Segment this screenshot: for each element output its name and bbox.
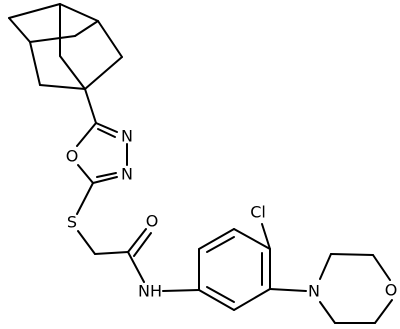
bond	[198, 228, 235, 250]
oxadiazole-ring	[76, 122, 128, 184]
bond	[97, 128, 116, 138]
bond	[77, 164, 94, 184]
bond	[76, 182, 94, 215]
bond	[319, 253, 332, 280]
bond	[330, 253, 374, 256]
bond	[127, 228, 147, 253]
bond	[84, 88, 97, 124]
bond	[59, 55, 86, 90]
carbonyl-oxygen-label: O	[146, 212, 159, 231]
bond	[162, 289, 200, 292]
bond	[127, 251, 145, 283]
bond	[97, 20, 123, 58]
bond	[29, 41, 41, 86]
oxadiazole-nitrogen-label: N	[121, 127, 133, 146]
oxadiazole-oxygen-label: O	[66, 147, 79, 166]
bond	[59, 3, 99, 22]
bond	[374, 299, 393, 324]
oxadiazole-nitrogen-label: N	[121, 165, 133, 184]
bond	[8, 17, 31, 43]
morpholine-oxygen-label: O	[385, 281, 398, 300]
chlorine-label: Cl	[250, 203, 266, 222]
bond	[94, 251, 129, 255]
bond	[233, 228, 271, 250]
bond	[319, 301, 336, 324]
morpholine-ring	[319, 253, 393, 324]
bond	[206, 286, 235, 303]
bond	[206, 236, 235, 253]
bond	[269, 288, 307, 292]
amide-nh-label: NH	[138, 282, 162, 301]
morpholine-nitrogen-label: N	[308, 282, 320, 301]
bond	[84, 56, 123, 90]
thioether-sulfur-label: S	[67, 213, 77, 232]
bond	[261, 223, 271, 250]
bond	[76, 122, 97, 147]
adamantane-group	[8, 3, 123, 90]
bond	[8, 3, 61, 19]
bond	[233, 288, 271, 311]
benzene-ring	[198, 228, 271, 311]
bond	[96, 172, 117, 178]
bond	[92, 176, 118, 184]
bond	[133, 232, 152, 257]
bond	[198, 289, 235, 311]
bond	[39, 84, 86, 90]
bond	[372, 254, 391, 281]
bond	[74, 20, 99, 37]
bond	[29, 35, 76, 43]
bond	[77, 230, 96, 255]
bond	[95, 122, 118, 133]
